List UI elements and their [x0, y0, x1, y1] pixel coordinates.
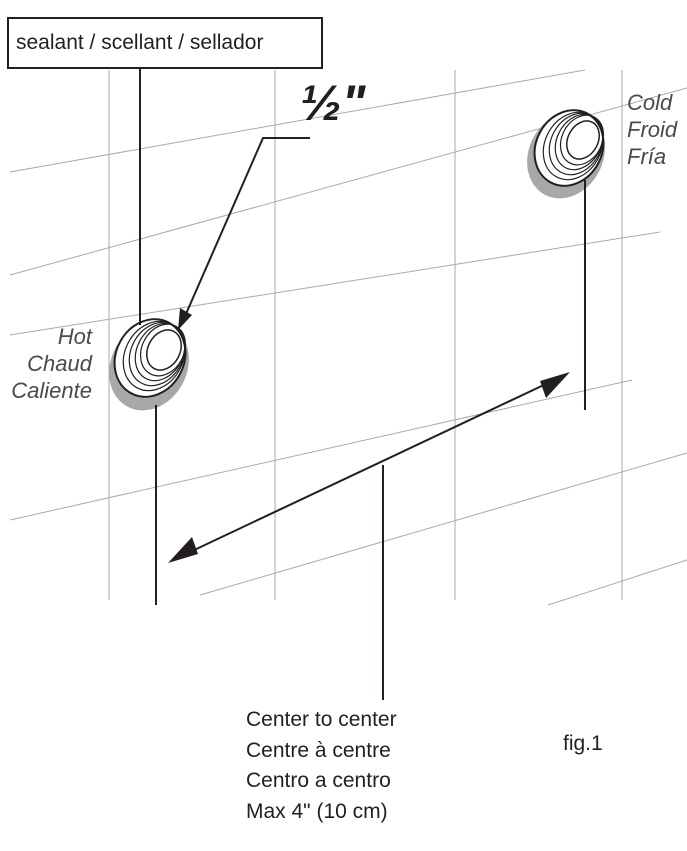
wall-grid [9, 69, 687, 606]
hot-label-fr: Chaud [27, 351, 92, 376]
grid-diagonal [9, 69, 586, 173]
dimension-label-es: Centro a centro [246, 769, 391, 792]
hot-label: Hot Chaud Caliente [6, 323, 92, 404]
dimension-arrowhead-left [168, 537, 198, 563]
grid-diagonal [9, 379, 633, 521]
cold-label-fr: Froid [627, 117, 678, 142]
grid-diagonal [9, 231, 661, 336]
cold-pipe-bore [566, 120, 600, 160]
cold-thread-rings [542, 111, 605, 181]
sealant-label: sealant / scellant / sellador [16, 31, 264, 54]
hot-thread-rings [122, 320, 187, 392]
size-arrowhead [178, 308, 192, 330]
pipe-size-label: ½" [300, 75, 366, 131]
leader-lines [139, 69, 586, 700]
figure-label: fig.1 [563, 732, 603, 755]
size-leader [181, 137, 310, 324]
hot-fitting [109, 318, 189, 411]
cold-label-es: Fría [627, 144, 667, 169]
grid-diagonal [199, 452, 687, 596]
dimension-label: Center to center Centre à centre Centro … [246, 705, 397, 827]
cold-label: Cold Froid Fría [627, 89, 677, 170]
cold-label-en: Cold [627, 90, 673, 115]
dimension-label-en: Center to center [246, 708, 397, 731]
dimension-max: Max 4" (10 cm) [246, 799, 388, 823]
cold-fitting [527, 109, 605, 199]
hot-pipe-bore [146, 329, 182, 371]
hot-label-es: Caliente [11, 378, 92, 403]
sealant-label-box: sealant / scellant / sellador [7, 17, 323, 69]
dimension-label-fr: Centre à centre [246, 738, 391, 762]
hot-label-en: Hot [57, 324, 92, 349]
grid-diagonal [547, 559, 687, 606]
dimension-arrow [168, 372, 570, 563]
dimension-arrowhead-right [540, 372, 570, 398]
